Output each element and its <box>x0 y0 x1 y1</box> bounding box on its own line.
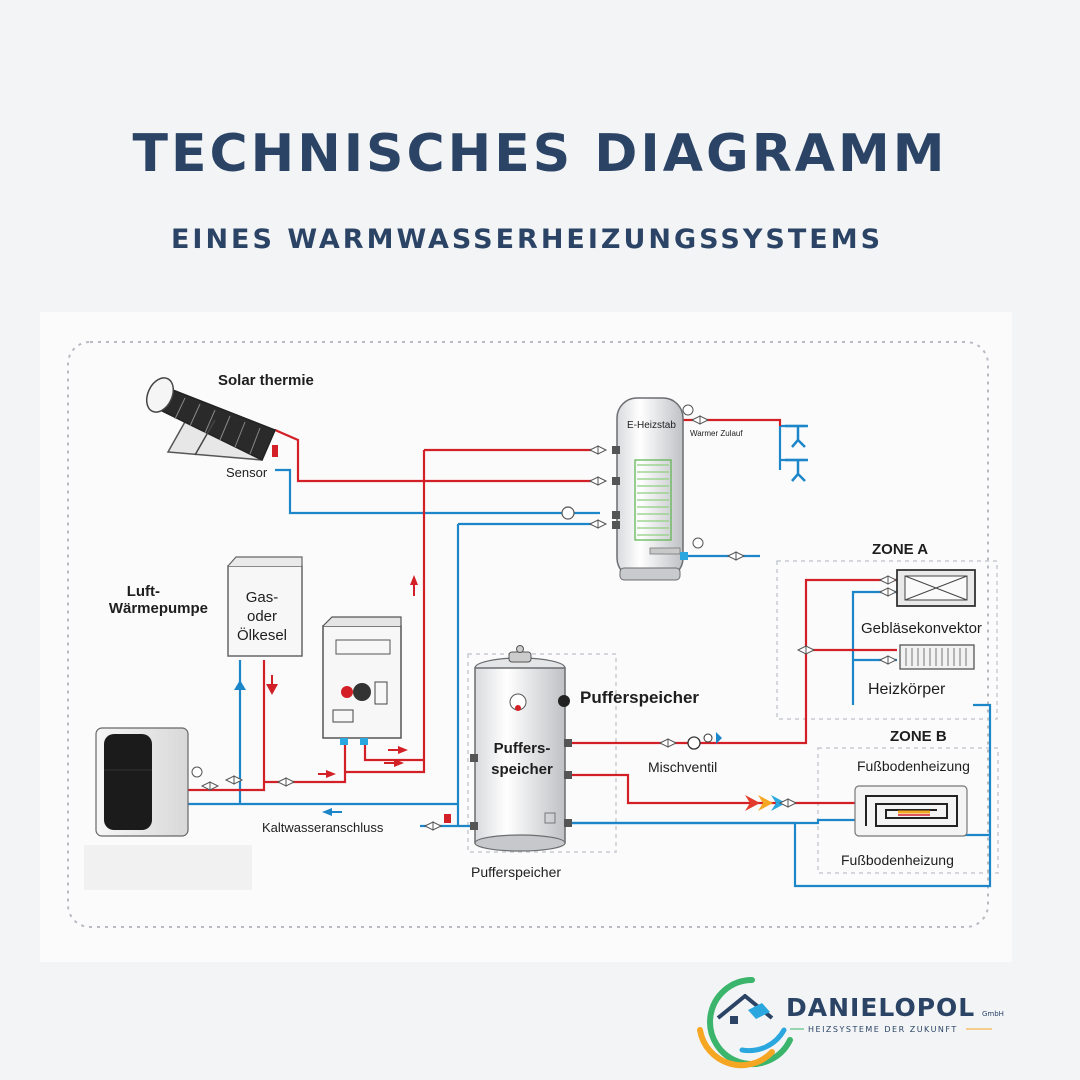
valve-icon <box>224 775 244 785</box>
zone-a-label: ZONE A <box>872 541 928 558</box>
boiler-label-3: Ölkesel <box>237 626 287 644</box>
logo-swoosh-blue <box>739 1027 787 1054</box>
valve-icon <box>588 445 608 455</box>
mixing-valve <box>687 733 713 750</box>
boiler-label-2: oder <box>247 608 277 625</box>
window-icon <box>730 1016 738 1024</box>
underfloor-supply-pipe <box>568 773 855 805</box>
heat-module <box>322 616 402 745</box>
logo-tagline: HEIZSYSTEME DER ZUKUNFT <box>808 1025 958 1034</box>
logo-swoosh-orange <box>697 1027 775 1069</box>
radiator-label: Heizkörper <box>868 681 946 698</box>
logo-suffix: GmbH <box>982 1010 1004 1018</box>
logo-name: DANIELOPOL <box>786 993 975 1022</box>
valve-icon <box>778 798 798 808</box>
underfloor-out-pipe <box>963 820 990 837</box>
air-heat-pump <box>84 727 252 890</box>
valves <box>200 415 898 831</box>
zone-return-loop <box>570 703 992 888</box>
buffer-tank <box>470 645 572 852</box>
valve-icon <box>878 655 898 665</box>
heat-pump-label-1: Luft- <box>127 583 160 600</box>
e-heater-label: E-Heizstab <box>627 420 676 431</box>
supply-pipes <box>188 418 897 805</box>
solar-return-pipe <box>275 468 600 515</box>
gas-oil-boiler <box>227 556 303 657</box>
zone-b-label: ZONE B <box>890 728 947 745</box>
tap-icons <box>785 424 808 482</box>
valve-icon <box>796 645 816 655</box>
valve-icon <box>690 415 710 425</box>
valve-icon <box>200 781 220 791</box>
underfloor-bottom-label: Fußbodenheizung <box>841 852 954 868</box>
hot-water-tank <box>561 397 704 581</box>
boiler-label-1: Gas- <box>246 589 279 606</box>
sensor-label: Sensor <box>226 465 268 480</box>
valve-icon <box>726 551 746 561</box>
valve-icon <box>588 519 608 529</box>
solar-supply-pipe <box>274 428 600 483</box>
system-frame <box>67 341 989 928</box>
flow-arrows <box>234 575 786 816</box>
radiator <box>899 644 975 670</box>
buffer-tank-label-1: Puffers- <box>494 740 551 757</box>
valve-icon <box>658 738 678 748</box>
buffer-side-label: Pufferspeicher <box>580 688 699 707</box>
buffer-frame <box>467 653 617 853</box>
heatpump-supply-pipe <box>264 745 347 784</box>
underfloor-top-label: Fußbodenheizung <box>857 758 970 774</box>
boiler-supply-pipe <box>188 660 266 792</box>
page-subtitle: EINES WARMWASSERHEIZUNGSSYSTEMS <box>170 224 884 255</box>
solar-label: Solar thermie <box>218 372 314 389</box>
mixing-valve-label: Mischventil <box>648 759 717 775</box>
zone-b-frame <box>817 747 999 874</box>
solar-panel-icon <box>748 1003 770 1019</box>
riser-supply-pipe <box>345 450 426 774</box>
warm-supply-pipe <box>680 418 782 426</box>
valve-icon <box>276 777 296 787</box>
company-logo: DANIELOPOL GmbH HEIZSYSTEME DER ZUKUNFT <box>697 977 1004 1069</box>
logo-swoosh-green <box>707 977 793 1067</box>
cold-water-label: Kaltwasseranschluss <box>262 820 384 835</box>
fan-convector <box>896 569 976 607</box>
zone-a-frame <box>776 560 998 720</box>
solar-collector <box>145 377 278 462</box>
valve-icon <box>878 587 898 597</box>
buffer-tank-label-2: speicher <box>491 761 553 778</box>
valve-icon <box>588 476 608 486</box>
expansion-vessel <box>444 814 451 823</box>
buffer-bottom-label: Pufferspeicher <box>471 864 561 880</box>
warm-supply-label: Warmer Zulauf <box>690 429 743 438</box>
heat-pump-label-2: Wärmepumpe <box>109 600 208 617</box>
module-supply-pipe <box>363 745 424 762</box>
diagram-labels: Solar thermie Sensor Luft- Wärmepumpe Ga… <box>109 372 982 880</box>
fan-convector-label: Gebläsekonvektor <box>861 620 982 637</box>
valve-icon <box>878 575 898 585</box>
valve-icon <box>423 821 443 831</box>
zone-a-supply-pipe <box>568 578 897 745</box>
underfloor-heating <box>854 785 968 837</box>
page-title: TECHNISCHES DIAGRAMM <box>132 124 948 184</box>
